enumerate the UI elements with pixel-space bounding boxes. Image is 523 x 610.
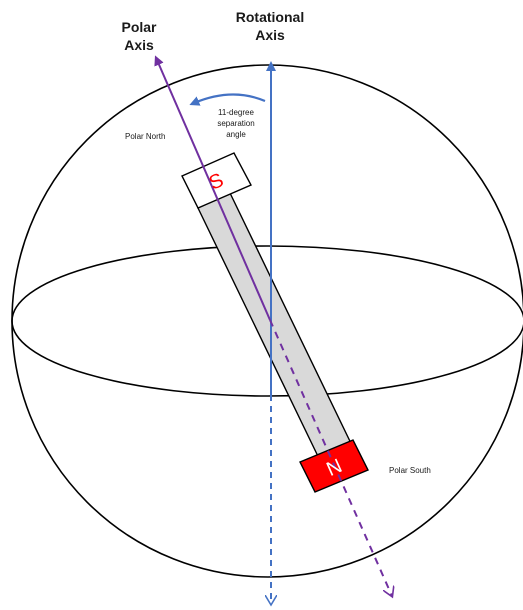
rotational-axis-title-line2: Axis (255, 27, 285, 43)
polar-axis-title-line1: Polar (121, 19, 157, 35)
rotational-axis-title-line1: Rotational (236, 9, 304, 25)
polar-axis-title-line2: Axis (124, 37, 154, 53)
magnet-body (197, 192, 361, 478)
angle-label-line3: angle (226, 130, 246, 139)
polar-south-label: Polar South (389, 466, 431, 475)
polar-axis-dashed (269, 319, 392, 596)
polar-axis-line (154, 55, 271, 321)
angle-label-line1: 11-degree (218, 108, 254, 117)
equator-ellipse (11, 245, 523, 397)
polar-north-label: Polar North (125, 132, 165, 141)
angle-label-line2: separation (217, 119, 254, 128)
separation-angle-arc (189, 93, 266, 106)
magnet-south-cap (181, 152, 252, 209)
